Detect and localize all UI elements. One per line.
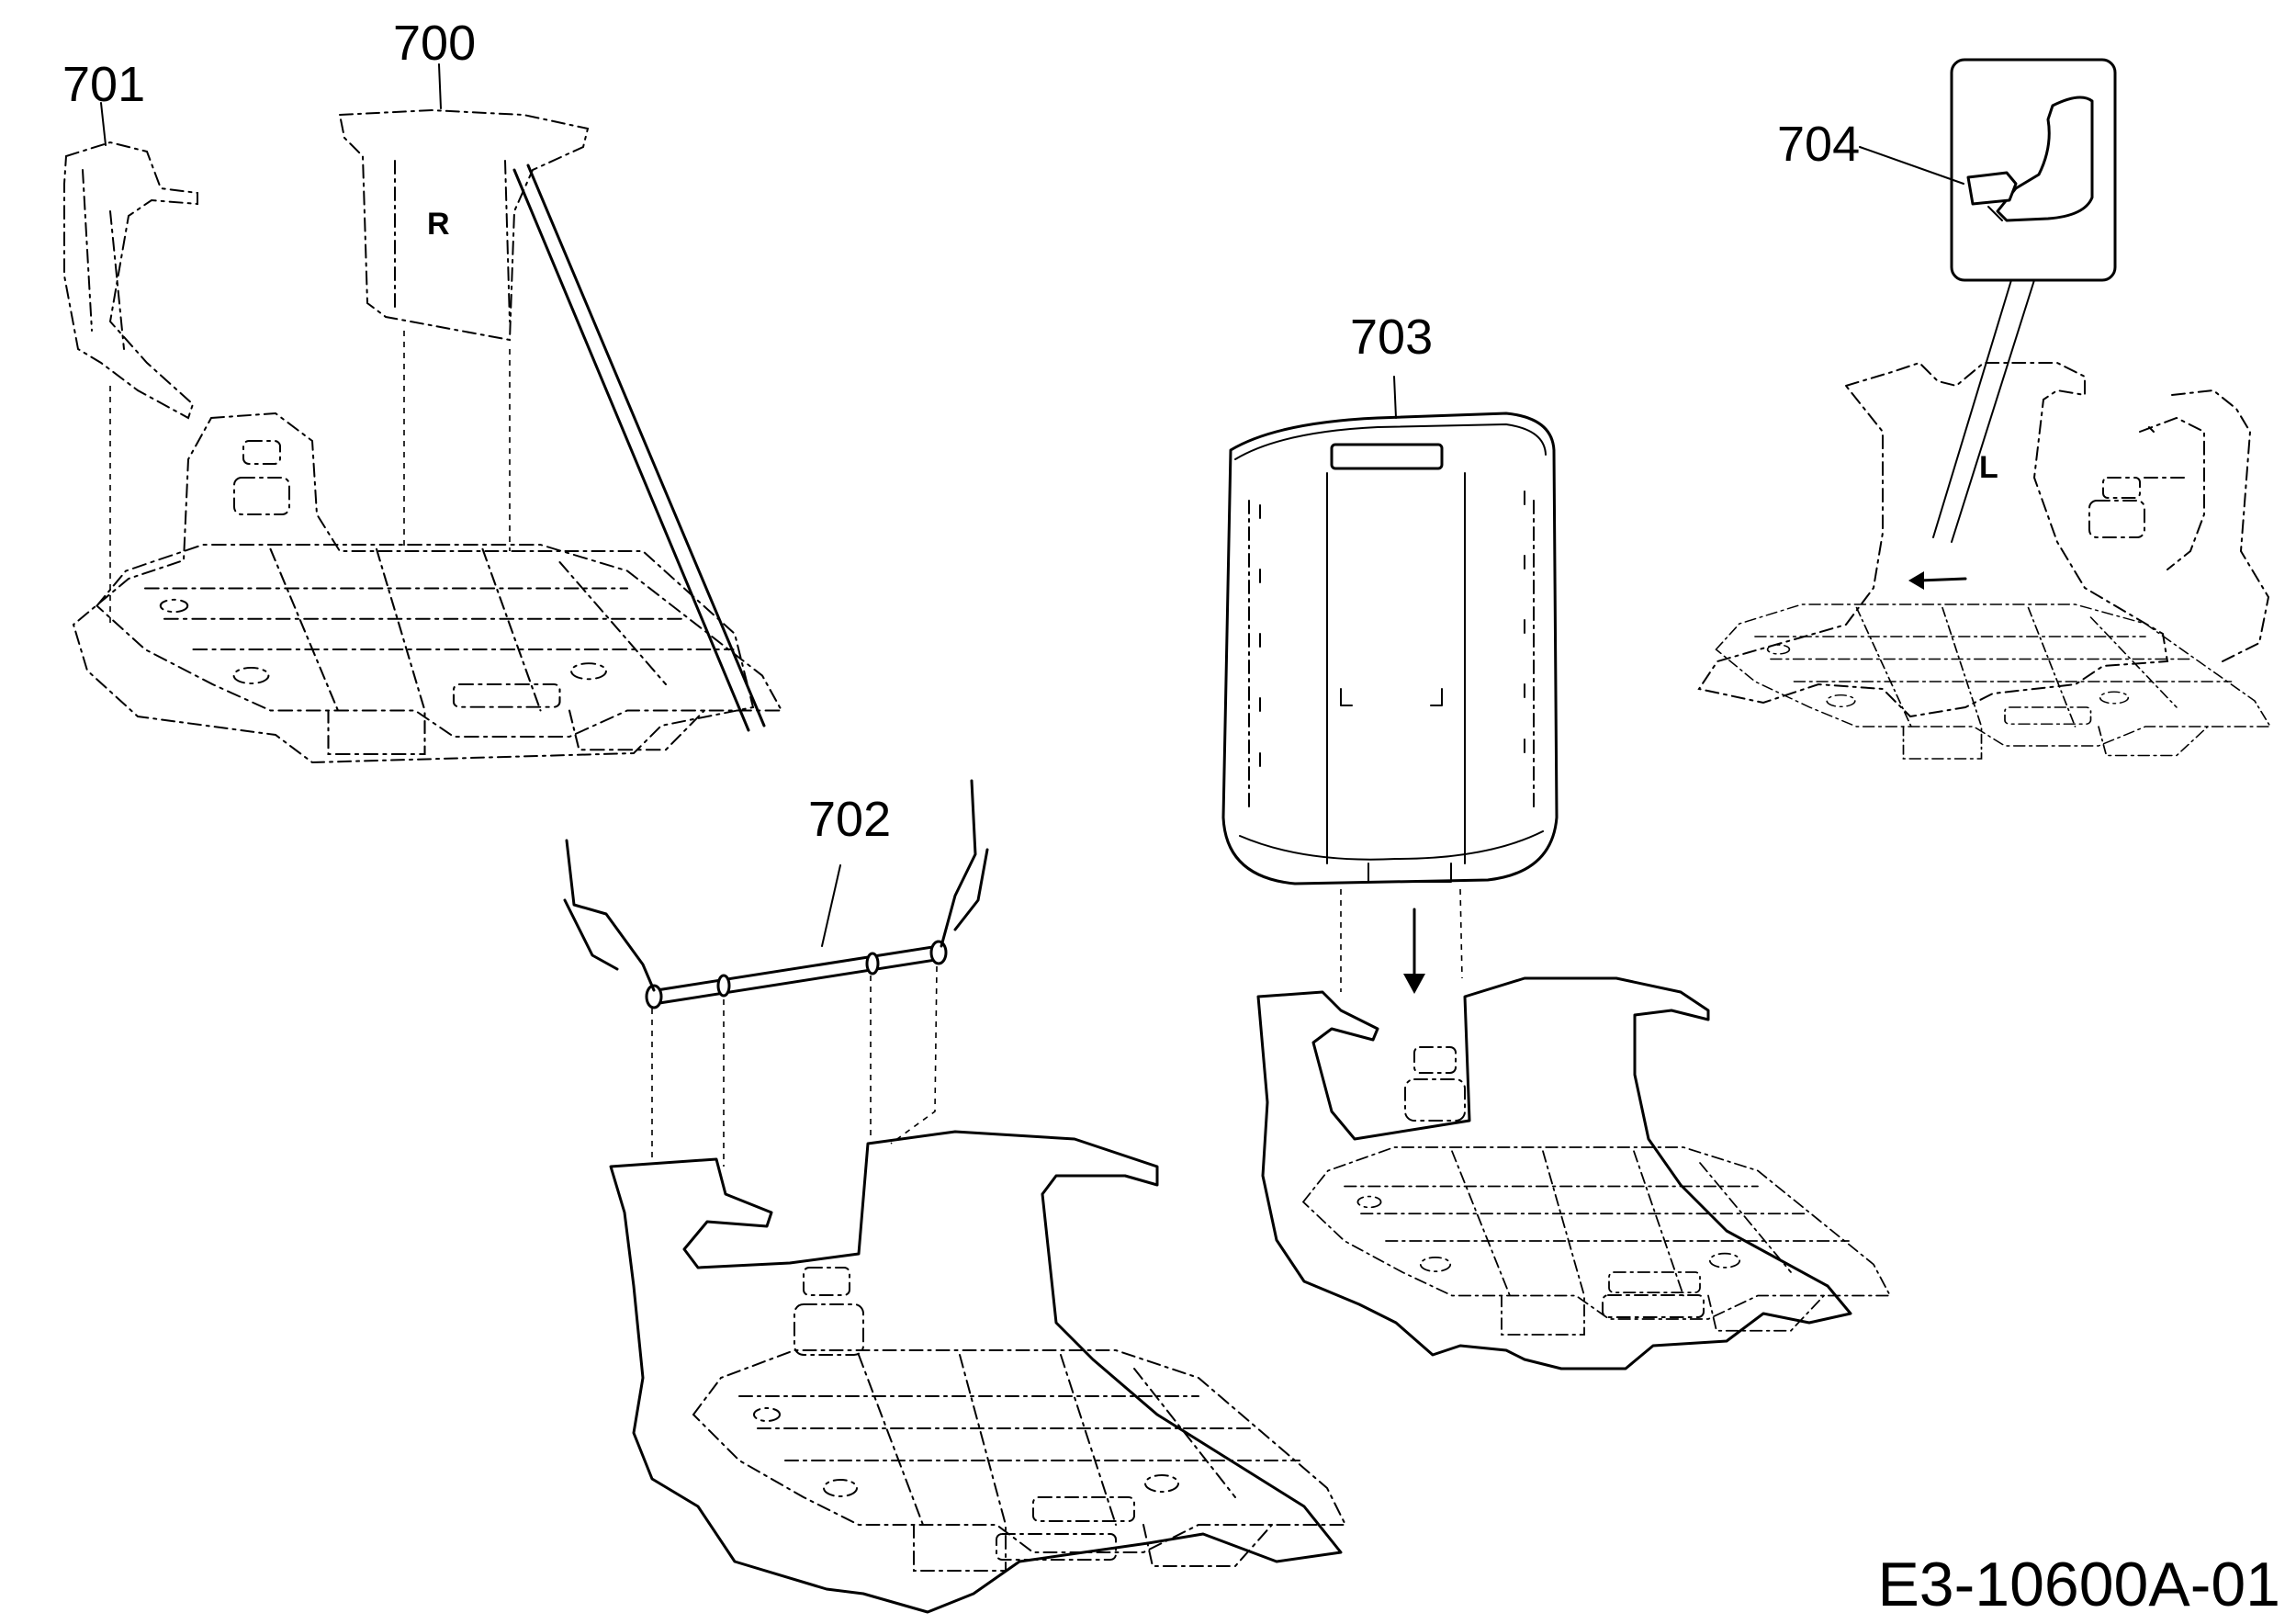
- callout-703: 703: [1350, 310, 1433, 365]
- assembly-702: 702: [563, 779, 1346, 1614]
- callout-704: 704: [1777, 117, 1860, 172]
- assembly-700-701: R 701 700: [62, 16, 783, 764]
- detail-inset: [1950, 58, 2117, 282]
- side-mark-right: R: [427, 207, 450, 242]
- callout-702: 702: [808, 792, 891, 847]
- assembly-703: 703: [1221, 310, 1891, 1370]
- figure-reference-code: E3-10600A-01: [1877, 1550, 2280, 1619]
- callout-700: 700: [393, 16, 476, 71]
- assembly-704: 704 L: [1697, 58, 2271, 760]
- callout-701: 701: [62, 57, 145, 112]
- side-mark-left: L: [1979, 450, 1998, 485]
